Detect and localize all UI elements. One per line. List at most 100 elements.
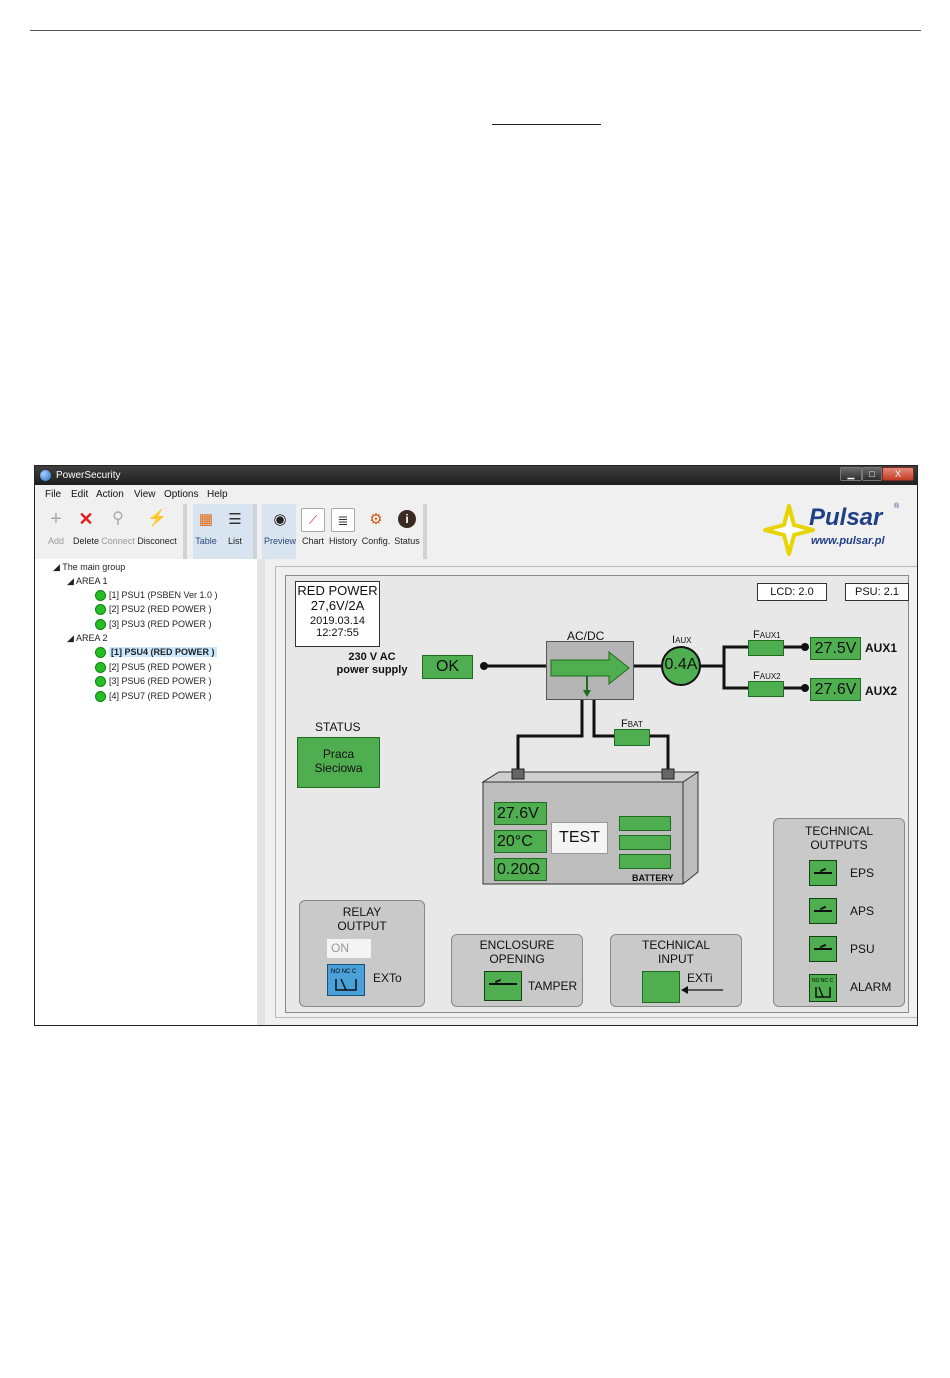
psu-version: PSU: 2.1 [845, 583, 909, 601]
menu-action[interactable]: Action [96, 489, 124, 500]
menu-options[interactable]: Options [164, 489, 199, 500]
relay-output-group: RELAY OUTPUT ON NO NC C EXTo [299, 900, 425, 1007]
chart-button[interactable]: ⟋ Chart [298, 508, 328, 556]
gear-icon: ⚙ [369, 510, 383, 528]
status-dot-icon [95, 691, 106, 703]
list-button[interactable]: ☰ List [220, 508, 250, 556]
battery-resistance: 0.20Ω [494, 858, 547, 881]
alarm-relay-icon: NO NC C [809, 974, 837, 1002]
mains-status: OK [422, 655, 473, 679]
iaux-value: 0.4A [664, 656, 698, 673]
table-button[interactable]: ▦ Table [191, 508, 221, 556]
aux1-voltage: 27.5V [810, 637, 861, 660]
view-group-highlight [193, 504, 253, 559]
tree-root[interactable]: ◢ The main group [53, 562, 126, 572]
acdc-label: AC/DC [567, 629, 605, 643]
arrow-left-icon [681, 986, 723, 994]
history-button[interactable]: ≣ History [328, 508, 358, 556]
battery-indicator [619, 816, 671, 831]
minimize-button[interactable]: ▁ [840, 467, 862, 481]
logo-url: www.pulsar.pl [811, 535, 885, 547]
disconnect-button[interactable]: ⚡ Disconect [137, 510, 177, 547]
tree-item[interactable]: [4] PSU7 (RED POWER ) [95, 691, 212, 703]
eps-switch-icon [809, 860, 837, 886]
aps-switch-icon [809, 898, 837, 924]
aux2-fuse-label: FAUX2 [753, 670, 781, 682]
technical-input-ext-label: EXTi [687, 971, 713, 985]
tamper-label: TAMPER [528, 979, 578, 993]
list-icon: ☰ [228, 510, 242, 528]
aux2-label: AUX2 [865, 684, 898, 698]
config-button[interactable]: ⚙ Config. [361, 508, 391, 556]
close-button[interactable]: X [882, 467, 914, 481]
acdc-arrow-icon [550, 650, 630, 697]
add-button[interactable]: + Add [41, 508, 71, 556]
plug-icon: ⚲ [112, 510, 124, 527]
menu-edit[interactable]: Edit [71, 489, 89, 500]
status-dot-icon [95, 604, 106, 616]
alarm-label: ALARM [850, 980, 892, 994]
tree-item[interactable]: [1] PSU1 (PSBEN Ver 1.0 ) [95, 590, 218, 602]
connect-button[interactable]: ⚲ Connect [101, 510, 135, 547]
eps-label: EPS [850, 866, 875, 880]
tree-item[interactable]: [2] PSU2 (RED POWER ) [95, 604, 212, 616]
menu-file[interactable]: File [45, 489, 62, 500]
tree-area-2[interactable]: ◢ AREA 2 [67, 633, 108, 643]
technical-outputs-group: TECHNICAL OUTPUTS EPS APS PSU NO NC C AL… [773, 818, 905, 1007]
page-short-rule [492, 124, 601, 125]
preview-highlight [262, 504, 296, 559]
mains-label: 230 V AC power supply [336, 651, 408, 676]
battery-test-button[interactable]: TEST [551, 822, 608, 854]
preview-button[interactable]: ◉ Preview [264, 508, 296, 556]
relay-contacts-icon: NO NC C [327, 964, 365, 996]
status-dot-icon [95, 676, 106, 688]
page-top-rule [30, 30, 921, 31]
svg-text:NO NC C: NO NC C [812, 978, 834, 984]
lcd-version: LCD: 2.0 [757, 583, 827, 601]
status-button[interactable]: i Status [392, 508, 422, 556]
tamper-switch-icon [484, 971, 522, 1001]
device-name: RED POWER [297, 583, 378, 598]
aux1-fuse-label: FAUX1 [753, 629, 781, 641]
menu-view[interactable]: View [134, 489, 156, 500]
enclosure-opening-group: ENCLOSURE OPENING TAMPER [451, 934, 583, 1007]
battery-indicator [619, 854, 671, 869]
window-title: PowerSecurity [56, 470, 121, 481]
pulsar-logo: Pulsar ® www.pulsar.pl [763, 502, 913, 557]
device-time: 12:27:55 [316, 627, 359, 639]
logo-registered: ® [894, 503, 900, 510]
tree-item[interactable]: [3] PSU3 (RED POWER ) [95, 619, 212, 631]
maximize-button[interactable]: □ [862, 467, 882, 481]
tree-item[interactable]: [3] PSU6 (RED POWER ) [95, 676, 212, 688]
device-date: 2019.03.14 [309, 615, 366, 627]
title-bar: PowerSecurity ▁ □ X [35, 466, 917, 485]
toolbar: + Add ✕ Delete ⚲ Connect ⚡ Disconect ▦ T… [35, 502, 917, 559]
app-window: PowerSecurity ▁ □ X File Edit Action Vie… [34, 465, 918, 1026]
tree-area-1[interactable]: ◢ AREA 1 [67, 576, 108, 586]
aux1-label: AUX1 [865, 641, 898, 655]
delete-button[interactable]: ✕ Delete [72, 509, 99, 546]
battery-indicator [619, 835, 671, 850]
menu-help[interactable]: Help [207, 489, 228, 500]
psu-label: PSU [850, 942, 875, 956]
plus-icon: + [50, 508, 62, 530]
acdc-converter [546, 641, 634, 700]
aux2-fuse [748, 681, 784, 697]
status-value: Praca Sieciowa [297, 737, 380, 788]
toolbar-separator [423, 504, 427, 559]
tree-item[interactable]: [2] PSU5 (RED POWER ) [95, 662, 212, 674]
battery-voltage: 27.6V [494, 802, 547, 825]
chart-icon: ⟋ [301, 508, 325, 532]
table-icon: ▦ [198, 510, 214, 528]
aps-label: APS [850, 904, 875, 918]
toolbar-separator [183, 504, 187, 559]
relay-state: ON [327, 939, 371, 958]
menu-bar: File Edit Action View Options Help [35, 485, 917, 502]
pane-splitter[interactable] [257, 559, 265, 1025]
status-dot-icon [95, 647, 106, 659]
status-dot-icon [95, 590, 106, 602]
device-rating: 27,6V/2A [310, 598, 365, 613]
history-icon: ≣ [331, 508, 355, 532]
tree-item-selected[interactable]: [1] PSU4 (RED POWER ) [95, 647, 217, 659]
logo-name: Pulsar [809, 504, 883, 531]
